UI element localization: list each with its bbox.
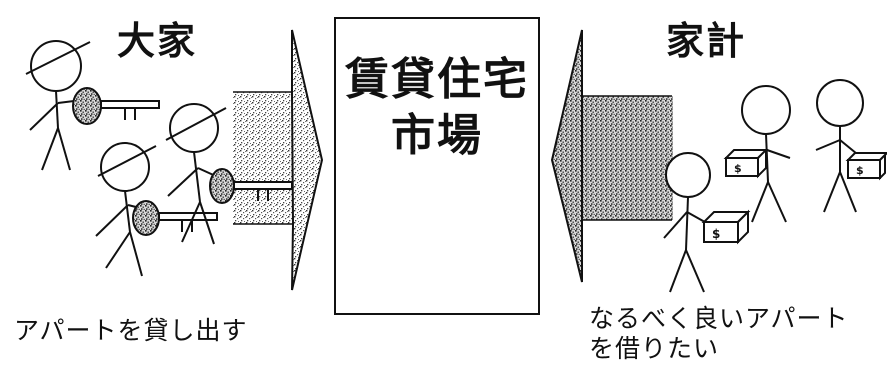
money-box-icon: $ bbox=[723, 147, 769, 179]
supply-arrow-icon bbox=[233, 29, 324, 291]
household-figure-2-icon bbox=[741, 85, 791, 223]
households-caption-line2: を借りたい bbox=[589, 334, 720, 363]
money-box-icon: $ bbox=[845, 152, 887, 181]
landlords-caption: アパートを貸し出す bbox=[14, 316, 248, 345]
households-title: 家計 bbox=[666, 19, 747, 63]
key-icon bbox=[132, 200, 218, 236]
market-title-line2: 市場 bbox=[391, 110, 483, 161]
households-caption-line1: なるべく良いアパート bbox=[589, 304, 849, 333]
landlord-figure-3-icon bbox=[165, 103, 227, 245]
money-symbol: $ bbox=[856, 164, 864, 177]
money-symbol: $ bbox=[734, 162, 742, 175]
household-figure-1-icon bbox=[663, 152, 713, 293]
household-figure-3-icon bbox=[815, 79, 864, 213]
landlords-title: 大家 bbox=[117, 19, 198, 63]
landlord-figure-1-icon bbox=[25, 40, 91, 171]
money-box-icon: $ bbox=[701, 209, 751, 245]
landlord-figure-2-icon bbox=[95, 142, 157, 277]
key-icon bbox=[72, 87, 160, 125]
rental-housing-market-box: 賃貸住宅 市場 bbox=[334, 17, 540, 315]
market-title-line1: 賃貸住宅 bbox=[345, 54, 529, 105]
money-symbol: $ bbox=[712, 227, 720, 241]
demand-arrow-icon bbox=[550, 29, 673, 283]
key-icon bbox=[209, 168, 293, 204]
